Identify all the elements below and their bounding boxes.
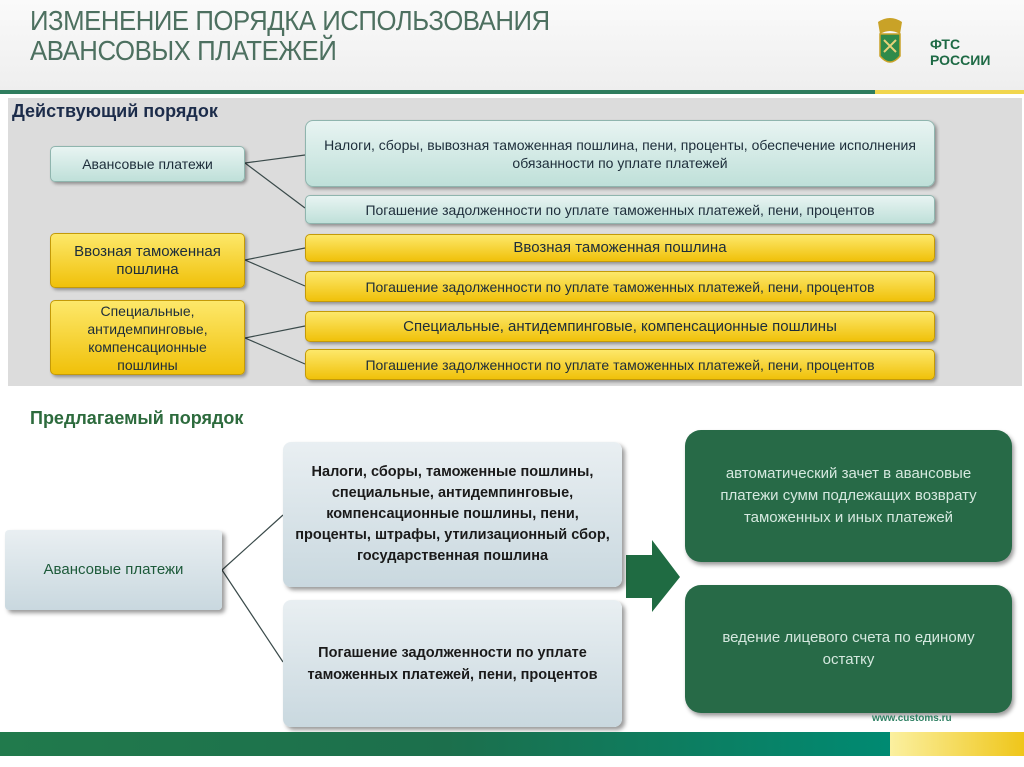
current-source-advance-payments: Авансовые платежи — [50, 146, 245, 182]
current-section-title: Действующий порядок — [12, 101, 218, 121]
logo-line-1: ФТС — [930, 36, 961, 52]
title-line-1: ИЗМЕНЕНИЕ ПОРЯДКА ИСПОЛЬЗОВАНИЯ — [30, 5, 550, 36]
proposed-target-debt: Погашение задолженности по уплате таможе… — [283, 600, 622, 727]
proposed-result-single-balance: ведение лицевого счета по единому остатк… — [685, 585, 1012, 713]
proposed-section-title: Предлагаемый порядок — [30, 408, 244, 428]
divider-green — [0, 90, 875, 94]
logo-line-2: РОССИИ — [930, 52, 991, 68]
proposed-source-advance-payments: Авансовые платежи — [5, 530, 222, 610]
current-source-special-duties: Специальные, антидемпинговые, компенсаци… — [50, 300, 245, 375]
header — [0, 0, 1024, 92]
current-target-debt-2: Погашение задолженности по уплате таможе… — [305, 271, 935, 302]
current-target-debt: Погашение задолженности по уплате таможе… — [305, 195, 935, 224]
current-target-special-duties: Специальные, антидемпинговые, компенсаци… — [305, 311, 935, 342]
current-target-taxes: Налоги, сборы, вывозная таможенная пошли… — [305, 120, 935, 187]
current-target-debt-3: Погашение задолженности по уплате таможе… — [305, 349, 935, 380]
proposed-result-auto-offset: автоматический зачет в авансовые платежи… — [685, 430, 1012, 562]
current-target-import-duty: Ввозная таможенная пошлина — [305, 234, 935, 262]
proposed-target-taxes: Налоги, сборы, таможенные пошлины, специ… — [283, 442, 622, 587]
website-url: www.customs.ru — [872, 713, 952, 724]
divider-yellow — [875, 90, 1024, 94]
emblem-icon — [878, 18, 902, 63]
current-source-import-duty: Ввозная таможенная пошлина — [50, 233, 245, 288]
title-line-2: АВАНСОВЫХ ПЛАТЕЖЕЙ — [30, 35, 337, 66]
footer-band-yellow — [890, 732, 1024, 756]
footer-band — [0, 732, 890, 756]
arrow-right-icon — [626, 540, 680, 612]
